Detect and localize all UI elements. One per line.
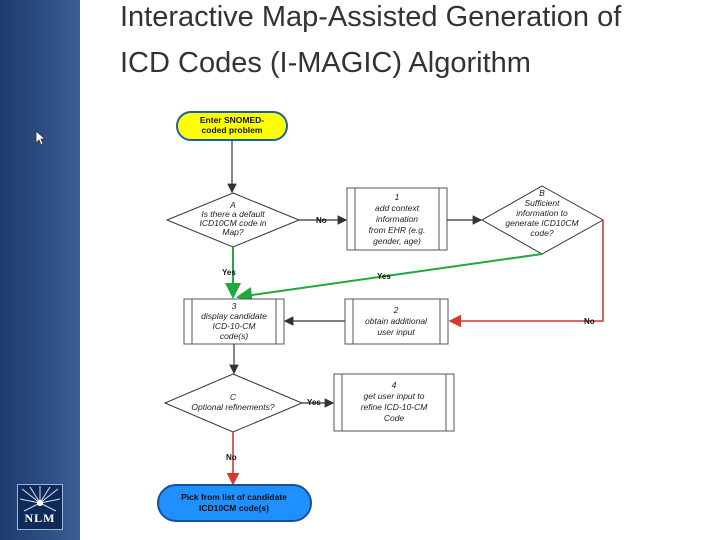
edge-a-yes-label: Yes [222, 268, 236, 277]
end-line-1: Pick from list of candidate [181, 492, 287, 502]
edge-b-yes [236, 253, 543, 303]
decision-a: A Is there a default ICD10CM code in Map… [165, 192, 301, 248]
edge-b-no [448, 220, 604, 328]
edge-c-no-label: No [226, 453, 237, 462]
edge-b-yes-label: Yes [377, 272, 391, 281]
slide-title: Interactive Map-Assisted Generation of I… [120, 0, 710, 86]
process-1: 1 add context information from EHR (e.g.… [346, 187, 448, 251]
decision-a-line-4: Map? [222, 227, 244, 237]
process-3-id: 3 [232, 301, 237, 311]
decision-c-line-2: Optional refinements? [191, 402, 274, 412]
process-2-line-2: obtain additional [365, 316, 428, 326]
decision-b-line-3: information to [516, 208, 568, 218]
end-terminal: Pick from list of candidate ICD10CM code… [157, 484, 312, 522]
process-4: 4 get user input to refine ICD-10-CM Cod… [333, 373, 455, 432]
decision-a-id: A [229, 200, 236, 210]
decision-b-line-5: code? [530, 228, 553, 238]
process-3-line-3: ICD-10-CM [213, 321, 257, 331]
decision-c: C Optional refinements? [163, 373, 304, 433]
process-2-id: 2 [393, 305, 399, 315]
process-4-line-3: refine ICD-10-CM [361, 402, 429, 412]
process-1-line-2: add context [375, 203, 420, 213]
process-4-id: 4 [392, 380, 397, 390]
edge-a-no-label: No [316, 216, 327, 225]
edge-b-no-label: No [584, 317, 595, 326]
process-4-line-2: get user input to [364, 391, 425, 401]
start-line-1: Enter SNOMED- [200, 115, 264, 125]
process-1-id: 1 [395, 192, 400, 202]
process-2-line-3: user input [377, 327, 415, 337]
process-2: 2 obtain additional user input [344, 298, 449, 345]
start-terminal: Enter SNOMED- coded problem [176, 111, 288, 141]
process-1-line-5: gender, age) [373, 236, 421, 246]
decision-b-id: B [539, 188, 545, 198]
process-1-line-4: from EHR (e.g. [369, 225, 426, 235]
logo-burst-icon [19, 486, 61, 512]
edge-c-yes-label: Yes [307, 398, 321, 407]
decision-b: B Sufficient information to generate ICD… [480, 185, 605, 255]
nlm-logo: NLM [17, 484, 63, 530]
sidebar-band: NLM [0, 0, 80, 540]
decision-b-line-4: generate ICD10CM [505, 218, 579, 228]
decision-a-line-2: Is there a default [201, 209, 265, 219]
cursor-icon [35, 130, 47, 146]
process-4-line-4: Code [384, 413, 405, 423]
process-1-line-3: information [376, 214, 418, 224]
title-line-1: Interactive Map-Assisted Generation of [120, 1, 622, 33]
logo-text: NLM [24, 511, 56, 525]
process-3-line-4: code(s) [220, 331, 249, 341]
process-3-line-2: display candidate [201, 311, 267, 321]
decision-a-line-3: ICD10CM code in [199, 218, 266, 228]
decision-b-line-2: Sufficient [525, 198, 561, 208]
end-line-2: ICD10CM code(s) [199, 503, 269, 513]
title-line-2: ICD Codes (I-MAGIC) Algorithm [120, 47, 531, 79]
process-3: 3 display candidate ICD-10-CM code(s) [183, 298, 285, 345]
start-line-2: coded problem [202, 125, 263, 135]
decision-c-id: C [230, 392, 237, 402]
